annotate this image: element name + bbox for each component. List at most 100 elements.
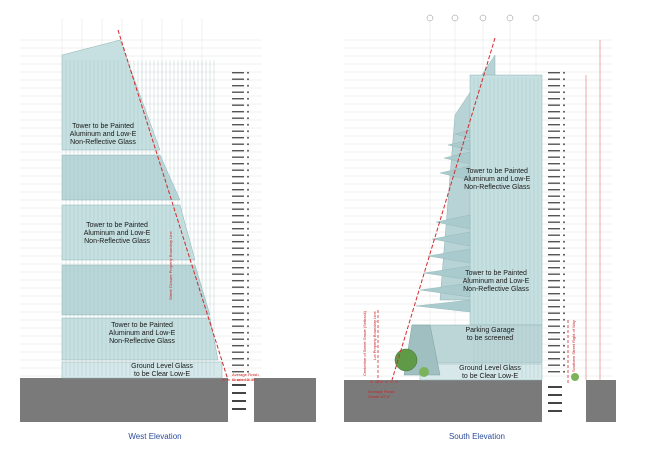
level-marker <box>247 104 249 107</box>
level-tick <box>232 351 244 353</box>
level-marker <box>247 221 249 224</box>
level-marker <box>563 325 565 328</box>
level-tick <box>232 130 244 132</box>
level-tick <box>232 202 244 204</box>
level-tick <box>548 130 560 132</box>
level-marker <box>563 110 565 113</box>
level-tick <box>232 98 244 100</box>
level-tick <box>548 195 560 197</box>
south-property-line <box>391 37 496 381</box>
level-marker <box>247 370 249 373</box>
level-tick <box>548 182 560 184</box>
level-tick <box>232 260 244 262</box>
level-tick <box>232 169 244 171</box>
west-note-ground: Ground Level Glass to be Clear Low-E <box>131 363 193 378</box>
south-tree-small <box>419 367 429 377</box>
level-marker <box>247 338 249 341</box>
level-tick <box>232 195 244 197</box>
level-marker <box>563 227 565 230</box>
level-marker <box>247 169 249 172</box>
level-marker <box>247 247 249 250</box>
level-marker <box>563 364 565 367</box>
level-marker <box>563 286 565 289</box>
level-tick <box>232 176 244 178</box>
level-marker <box>247 351 249 354</box>
level-marker <box>247 208 249 211</box>
level-tick <box>548 189 560 191</box>
level-marker <box>563 331 565 334</box>
level-marker <box>563 234 565 237</box>
level-marker <box>563 208 565 211</box>
level-marker <box>563 351 565 354</box>
level-marker <box>563 169 565 172</box>
level-tick <box>548 234 560 236</box>
west-grade-label: Average Finish Grade 40'-0" <box>232 372 259 382</box>
level-tick <box>232 332 244 334</box>
level-marker <box>247 214 249 217</box>
west-elevation-caption: West Elevation <box>128 432 182 441</box>
level-tick <box>232 241 244 243</box>
south-tower-fins <box>415 129 471 313</box>
level-tick <box>548 221 560 223</box>
level-marker <box>563 266 565 269</box>
west-ground-section <box>20 378 316 422</box>
level-tick <box>232 319 244 321</box>
level-marker <box>247 253 249 256</box>
level-tick <box>232 111 244 113</box>
level-marker <box>563 214 565 217</box>
level-marker <box>247 110 249 113</box>
level-tick <box>548 163 560 165</box>
level-tick <box>548 111 560 113</box>
south-note-ground: Ground Level Glass to be Clear Low-E <box>459 365 521 380</box>
level-tick <box>548 104 560 106</box>
level-tick <box>232 228 244 230</box>
level-marker <box>563 156 565 159</box>
level-marker <box>247 130 249 133</box>
level-tick <box>548 156 560 158</box>
level-marker <box>563 253 565 256</box>
level-marker <box>563 78 565 81</box>
level-tick <box>232 182 244 184</box>
level-marker <box>247 78 249 81</box>
level-tick <box>548 332 560 334</box>
level-marker <box>563 338 565 341</box>
level-marker <box>247 156 249 159</box>
west-tower <box>61 39 223 379</box>
level-tick <box>232 371 244 373</box>
level-marker <box>247 117 249 120</box>
level-tick <box>232 286 244 288</box>
level-marker <box>563 91 565 94</box>
level-tick <box>548 143 560 145</box>
level-marker <box>247 227 249 230</box>
level-tick <box>548 202 560 204</box>
west-note-lower: Tower to be Painted Aluminum and Low-E N… <box>108 322 176 345</box>
level-tick <box>232 104 244 106</box>
level-marker <box>563 71 565 74</box>
south-elevation-caption: South Elevation <box>448 432 506 441</box>
level-marker <box>247 188 249 191</box>
level-tick <box>548 345 560 347</box>
level-marker <box>247 162 249 165</box>
level-marker <box>247 312 249 315</box>
level-marker <box>563 357 565 360</box>
level-tick <box>548 358 560 360</box>
level-marker <box>247 357 249 360</box>
level-marker <box>563 279 565 282</box>
level-tick <box>232 78 244 80</box>
level-marker <box>247 234 249 237</box>
level-marker <box>247 305 249 308</box>
level-marker <box>563 292 565 295</box>
level-tick <box>548 169 560 171</box>
column-bubble <box>479 14 487 22</box>
level-tick <box>232 221 244 223</box>
level-marker <box>563 188 565 191</box>
south-property-line-label: Lot Property Boundary Line <box>372 311 377 360</box>
west-tower-block-1 <box>61 39 161 151</box>
level-tick <box>232 358 244 360</box>
west-level-ticks <box>232 71 249 373</box>
level-marker <box>563 273 565 276</box>
west-mullions <box>65 60 215 376</box>
level-tick <box>548 137 560 139</box>
level-tick <box>232 234 244 236</box>
